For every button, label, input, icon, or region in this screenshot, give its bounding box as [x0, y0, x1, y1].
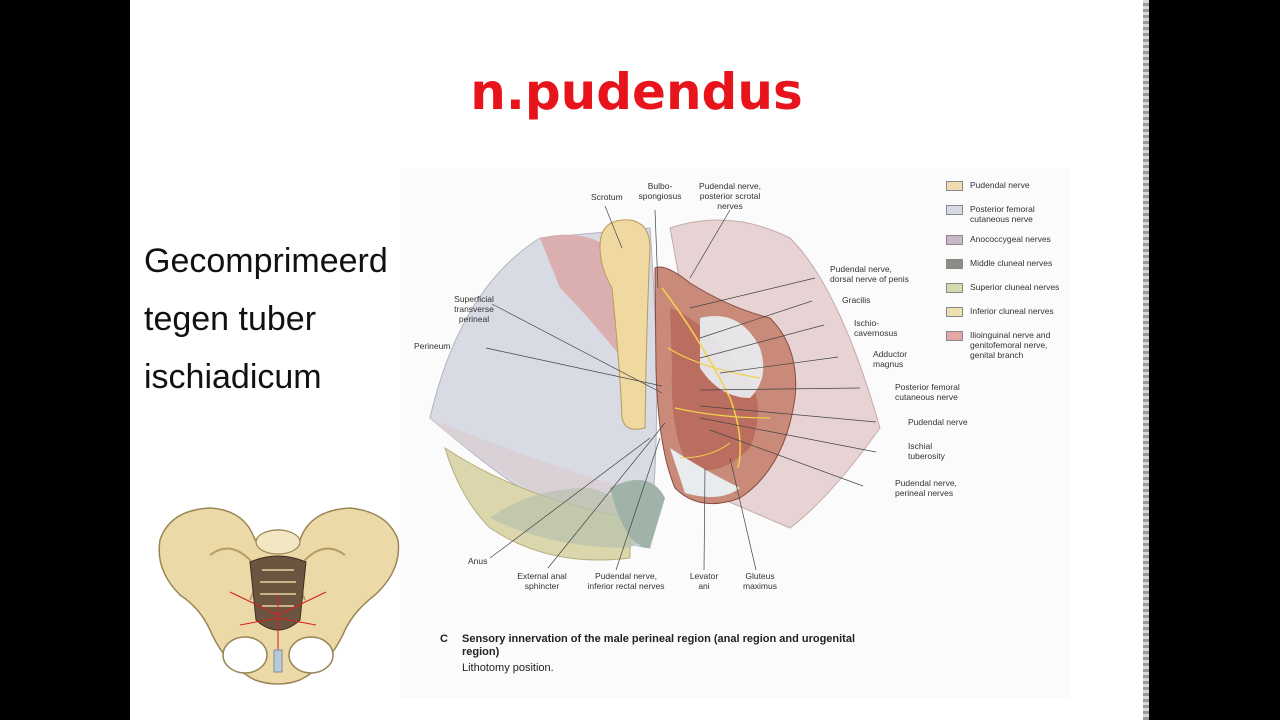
slide-title: n.pudendus: [470, 63, 803, 121]
legend-label: Inferior cluneal nerves: [970, 306, 1054, 316]
legend-item: Pudendal nerve: [946, 180, 1066, 198]
label-anus: Anus: [468, 556, 487, 566]
caption-title: Sensory innervation of the male perineal…: [462, 633, 856, 658]
legend-item: Ilioinguinal nerve and genitofemoral ner…: [946, 330, 1066, 360]
legend-swatch: [946, 235, 963, 245]
legend-item: Anococcygeal nerves: [946, 234, 1066, 252]
label-pudendal-inferior-rectal: Pudendal nerve,inferior rectal nerves: [587, 571, 664, 591]
legend-item: Posterior femoral cutaneous nerve: [946, 204, 1066, 228]
label-bulbospongiosus: Bulbo-spongiosus: [638, 181, 681, 201]
perineum-diagram: Scrotum Bulbo-spongiosus Pudendal nerve,…: [414, 181, 968, 591]
legend-swatch: [946, 205, 963, 215]
label-pudendal-nerve: Pudendal nerve: [908, 417, 968, 427]
body-line: tegen tuber: [144, 300, 317, 338]
legend-label: Middle cluneal nerves: [970, 258, 1053, 268]
body-line: ischiadicum: [144, 358, 322, 396]
label-perineum: Perineum: [414, 341, 450, 351]
legend-label: Pudendal nerve: [970, 180, 1030, 190]
legend-swatch: [946, 307, 963, 317]
label-gracilis: Gracilis: [842, 295, 870, 305]
legend-item: Superior cluneal nerves: [946, 282, 1066, 300]
legend-label: Superior cluneal nerves: [970, 282, 1060, 292]
label-scrotum: Scrotum: [591, 192, 623, 202]
legend-item: Inferior cluneal nerves: [946, 306, 1066, 324]
anatomy-figure: Scrotum Bulbo-spongiosus Pudendal nerve,…: [400, 168, 1070, 698]
legend-swatch: [946, 259, 963, 269]
label-ischiocavernosus: Ischio-cavernosus: [854, 318, 897, 338]
body-text: Gecomprimeerd tegen tuber ischiadicum: [144, 232, 424, 406]
caption-subtitle: Lithotomy position.: [462, 662, 554, 674]
legend-label: Posterior femoral cutaneous nerve: [970, 204, 1035, 224]
caption-letter: C: [440, 633, 448, 645]
legend-label: Anococcygeal nerves: [970, 234, 1051, 244]
legend-swatch: [946, 283, 963, 293]
legend-swatch: [946, 181, 963, 191]
legend-label: Ilioinguinal nerve and genitofemoral ner…: [970, 330, 1051, 360]
scrollbar[interactable]: [1143, 0, 1149, 720]
slide: n.pudendus Gecomprimeerd tegen tuber isc…: [130, 0, 1143, 720]
label-pudendal-perineal: Pudendal nerve,perineal nerves: [895, 478, 957, 498]
label-pudendal-dorsal: Pudendal nerve,dorsal nerve of penis: [830, 264, 909, 284]
legend-swatch: [946, 331, 963, 341]
body-line: Gecomprimeerd: [144, 242, 388, 280]
legend-item: Middle cluneal nerves: [946, 258, 1066, 276]
pelvis-illustration: [158, 507, 400, 685]
